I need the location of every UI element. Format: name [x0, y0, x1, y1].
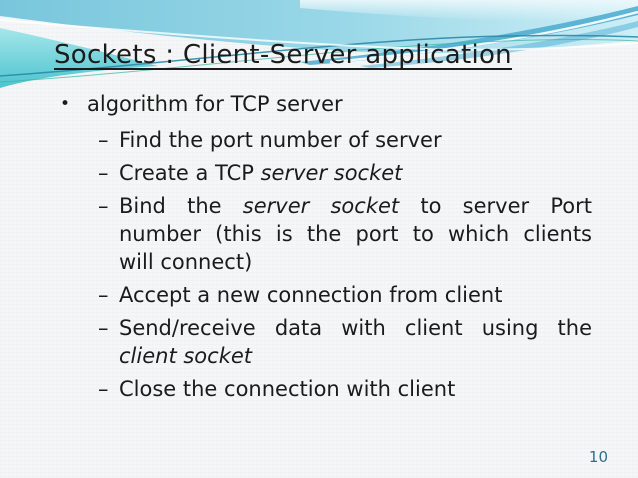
- dash-icon: –: [98, 316, 109, 340]
- text-segment: will connect): [119, 250, 253, 274]
- bullet-text: Accept a new connection from client: [119, 281, 592, 309]
- bullet-item: –Create a TCP server socket: [98, 159, 592, 187]
- text-segment: Send/receive data with client using the: [119, 316, 592, 340]
- text-segment: algorithm for TCP server: [87, 92, 343, 116]
- bullet-list: •algorithm for TCP server–Find the port …: [60, 90, 592, 408]
- page-title: Sockets : Client-Server application: [54, 40, 512, 70]
- bullet-item: –Send/receive data with client using the…: [98, 314, 592, 370]
- bullet-text: Send/receive data with client using the c…: [119, 314, 592, 370]
- text-segment: client socket: [119, 344, 253, 368]
- bullet-line: Accept a new connection from client: [119, 281, 592, 309]
- bullet-line: algorithm for TCP server: [87, 90, 592, 118]
- dash-icon: –: [98, 194, 109, 218]
- text-segment: server socket: [260, 161, 403, 185]
- dash-icon: –: [98, 128, 109, 152]
- bullet-line: Create a TCP server socket: [119, 159, 592, 187]
- text-segment: to server Port: [399, 194, 593, 218]
- bullet-item: –Close the connection with client: [98, 375, 592, 403]
- text-segment: number (this is the port to which client…: [119, 222, 592, 246]
- text-segment: server socket: [242, 194, 400, 218]
- bullet-text: algorithm for TCP server: [87, 90, 592, 118]
- bullet-icon: •: [60, 94, 71, 114]
- text-segment: Accept a new connection from client: [119, 283, 503, 307]
- bullet-line: will connect): [119, 248, 592, 276]
- dash-icon: –: [98, 283, 109, 307]
- bullet-line: Send/receive data with client using the: [119, 314, 592, 342]
- bullet-text: Find the port number of server: [119, 126, 592, 154]
- bullet-item: –Accept a new connection from client: [98, 281, 592, 309]
- bullet-line: Close the connection with client: [119, 375, 592, 403]
- text-segment: Create a TCP: [119, 161, 261, 185]
- bullet-item: • algorithm for TCP server: [60, 90, 592, 118]
- dash-icon: –: [98, 161, 109, 185]
- text-segment: Find the port number of server: [119, 128, 442, 152]
- bullet-line: number (this is the port to which client…: [119, 220, 592, 248]
- page-number: 10: [588, 448, 608, 466]
- bullet-item: –Find the port number of server: [98, 126, 592, 154]
- text-segment: Bind the: [119, 194, 243, 218]
- bullet-line: Find the port number of server: [119, 126, 592, 154]
- bullet-line: client socket: [119, 342, 592, 370]
- bullet-text: Create a TCP server socket: [119, 159, 592, 187]
- text-segment: Close the connection with client: [119, 377, 456, 401]
- dash-icon: –: [98, 377, 109, 401]
- bullet-line: Bind the server socket to server Port: [119, 192, 592, 220]
- bullet-text: Close the connection with client: [119, 375, 592, 403]
